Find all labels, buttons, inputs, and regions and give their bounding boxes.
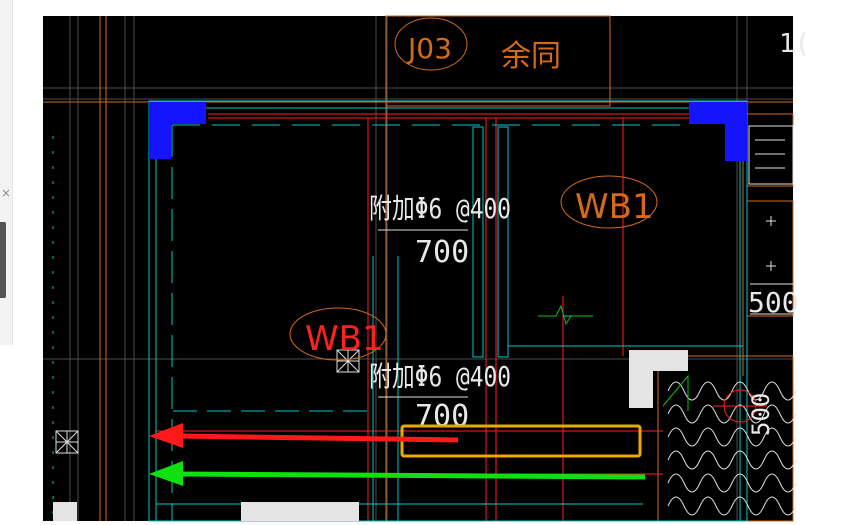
dim-right-vertical: 500 <box>747 393 775 436</box>
crossed-boxes <box>55 349 360 454</box>
ref-j03: J03 <box>406 32 452 65</box>
red-structure <box>156 113 743 521</box>
close-icon[interactable]: × <box>0 186 12 200</box>
slab-tag-ellipse-top <box>560 175 658 229</box>
corner-text: 1( <box>779 29 810 59</box>
green-arrow <box>149 461 646 486</box>
panel-tab-handle[interactable] <box>0 222 6 298</box>
dim-right: 500 <box>748 286 799 319</box>
red-arrow <box>149 423 459 448</box>
hatch-area <box>667 381 797 516</box>
cad-drawing-view[interactable]: 余同 J03 1( 附加Φ6 @400 700 WB1 WB1 附加Φ6 @40… <box>43 15 810 522</box>
header-label: 余同 <box>501 39 561 74</box>
slab-tag-top: WB1 <box>575 187 654 227</box>
green-marker <box>538 304 689 411</box>
slab-tag-ellipse-mid <box>289 307 387 361</box>
dim-top: 700 <box>415 235 469 270</box>
rebar-note-bottom: 附加Φ6 @400 <box>369 360 511 393</box>
cad-canvas: 余同 J03 1( 附加Φ6 @400 700 WB1 WB1 附加Φ6 @40… <box>43 15 810 522</box>
blue-columns <box>149 102 747 161</box>
dim-bottom: 700 <box>415 399 469 434</box>
dimension-lines <box>378 229 468 398</box>
gray-columns <box>53 350 688 521</box>
rebar-note-top: 附加Φ6 @400 <box>369 192 511 225</box>
side-panel: × <box>0 0 13 345</box>
j03-ellipse <box>394 17 468 71</box>
slab-tag-mid: WB1 <box>305 319 384 359</box>
grid-guides <box>43 16 793 521</box>
cyan-outlines <box>52 100 748 522</box>
right-fragments <box>748 125 794 315</box>
